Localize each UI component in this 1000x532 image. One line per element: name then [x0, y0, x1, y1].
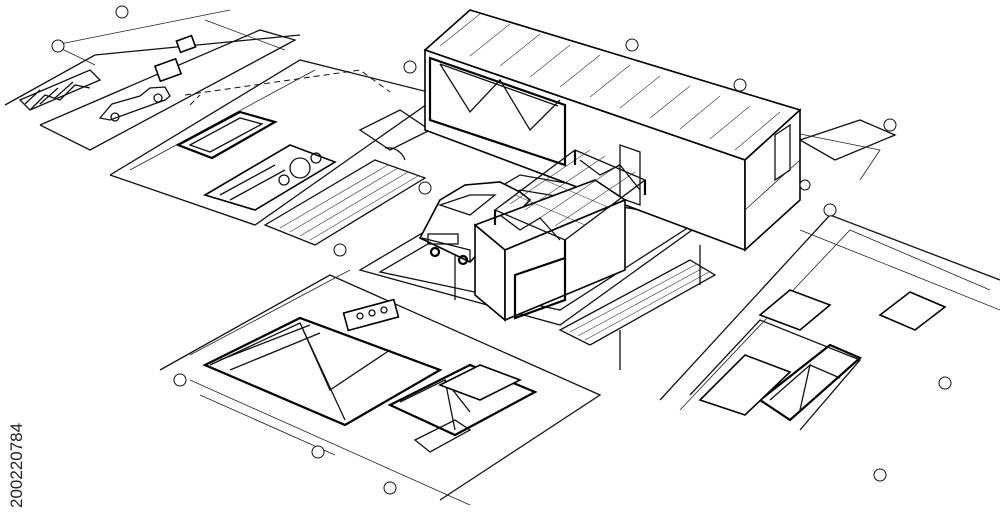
front-annex: [454, 149, 647, 322]
plan-sheet-lower-left: [159, 269, 602, 506]
plan-sheet-right: [659, 119, 1000, 431]
plan-sheet-top-left: [4, 9, 301, 151]
plan-car-icon: [175, 110, 278, 160]
plan-sheet-upper-middle: [109, 59, 442, 246]
side-car-icon: [98, 86, 171, 122]
stock-id-text: 200220784: [7, 423, 26, 508]
stock-id-label: 200220784: [7, 423, 26, 508]
roof-hatch: [439, 13, 781, 151]
window-truss-large: [202, 316, 443, 427]
pergola: [493, 149, 647, 260]
window-truss-right: [758, 343, 863, 422]
front-truss-window: [428, 56, 567, 167]
entry-stairs: [558, 245, 717, 370]
axis-markers: [51, 5, 952, 495]
main-volume: [423, 9, 802, 252]
oven-icon: [342, 298, 400, 332]
stair-plan: [263, 159, 427, 246]
house-perspective: [358, 9, 802, 370]
kitchen-plan: [203, 144, 337, 211]
